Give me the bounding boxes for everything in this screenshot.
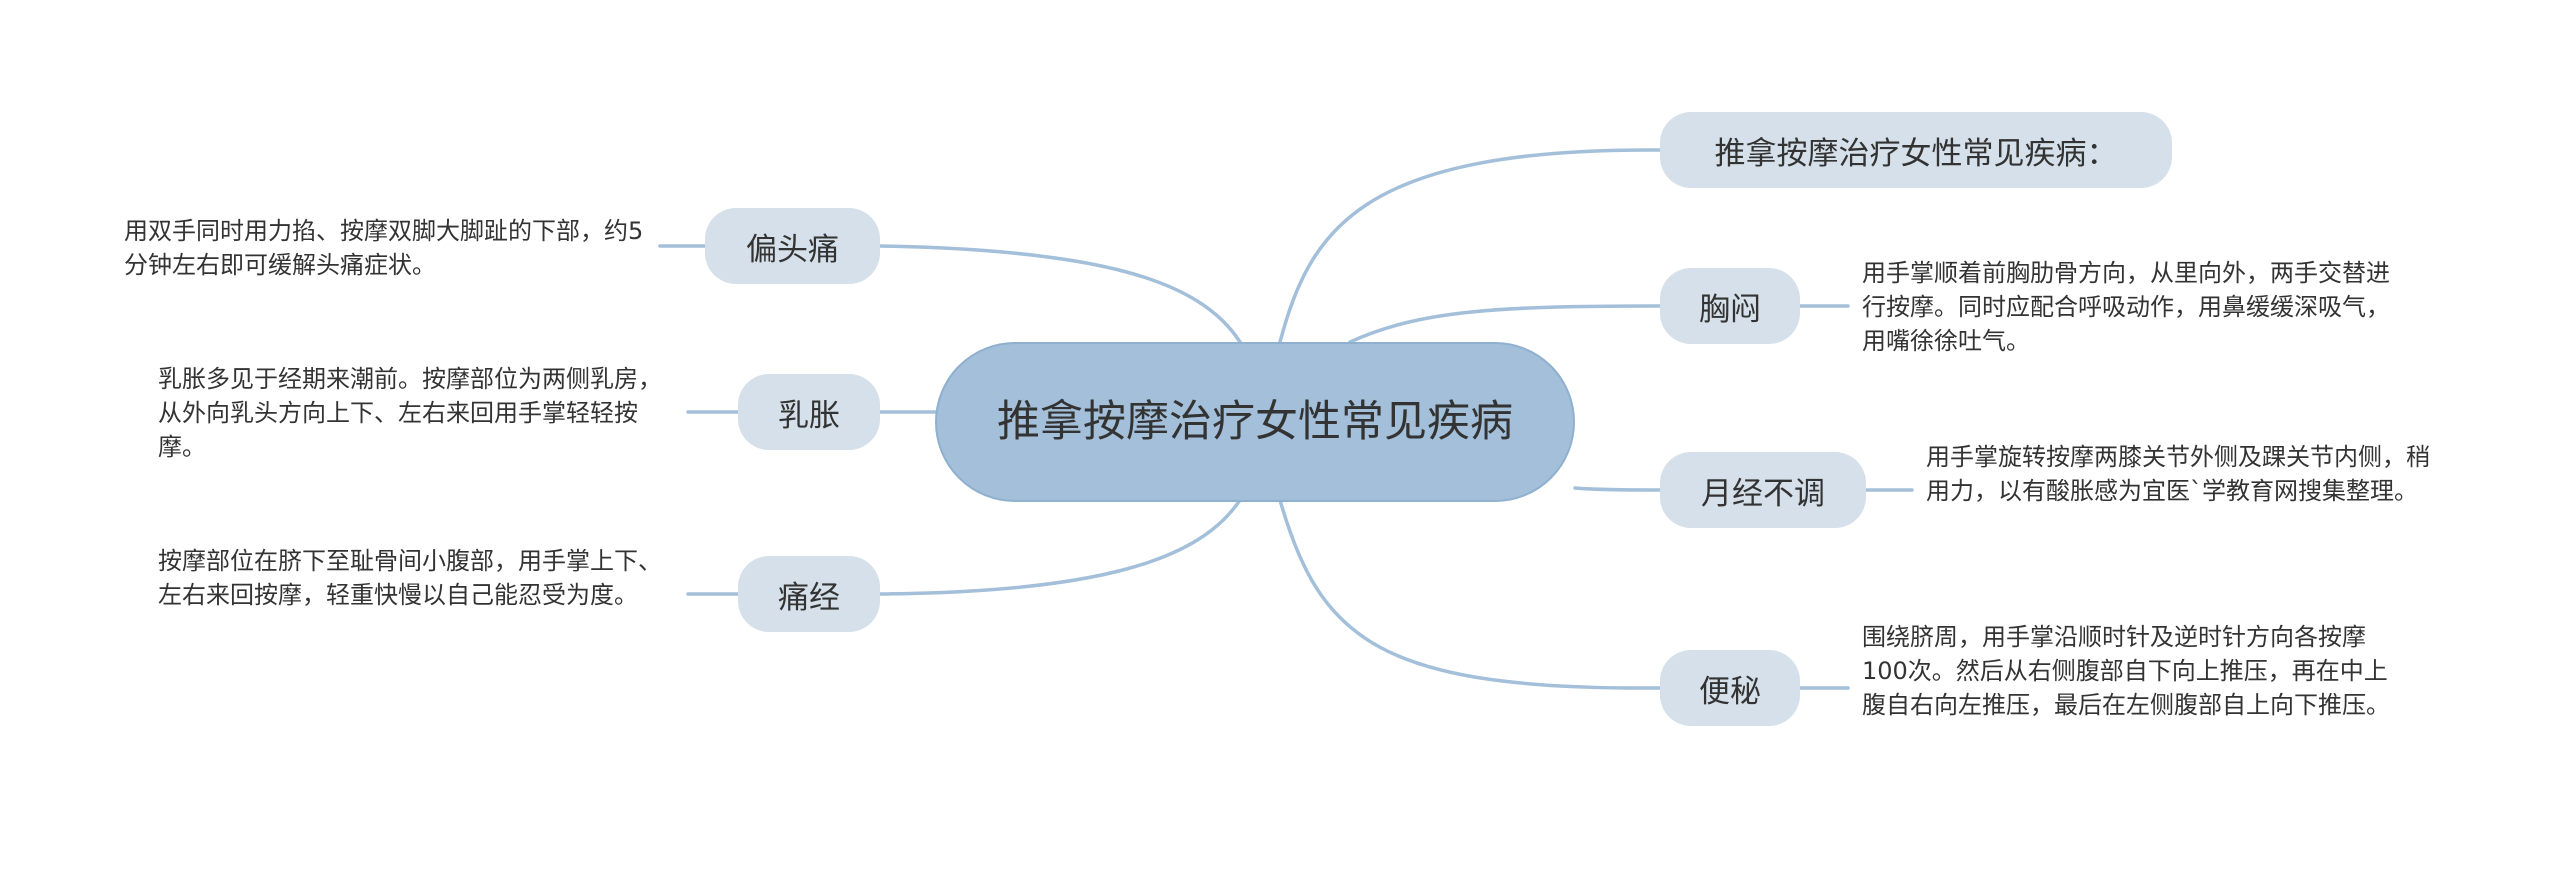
- branch-menstrual-irregularity-label: 月经不调: [1701, 475, 1825, 512]
- note-breast-swelling: 乳胀多见于经期来潮前。按摩部位为两侧乳房，从外向乳头方向上下、左右来回用手掌轻轻…: [158, 365, 662, 461]
- branch-menstrual-irregularity[interactable]: 月经不调: [1660, 452, 1866, 528]
- link-root-to-migraine: [878, 244, 1242, 344]
- root-topic[interactable]: 推拿按摩治疗女性常见疾病: [935, 342, 1575, 502]
- branch-dysmenorrhea-label: 痛经: [778, 579, 840, 616]
- link-root-to-constipation: [1278, 498, 1662, 690]
- note-chest-tightness: 用手掌顺着前胸肋骨方向，从里向外，两手交替进行按摩。同时应配合呼吸动作，用鼻缓缓…: [1862, 259, 2390, 355]
- link-root-to-menstrual: [1573, 486, 1662, 492]
- root-topic-label: 推拿按摩治疗女性常见疾病: [997, 397, 1513, 447]
- link-root-to-title: [1278, 148, 1662, 344]
- branch-constipation-label: 便秘: [1699, 673, 1761, 710]
- branch-constipation[interactable]: 便秘: [1660, 650, 1800, 726]
- branch-chest-tightness-label: 胸闷: [1699, 291, 1761, 328]
- note-dysmenorrhea: 按摩部位在脐下至耻骨间小腹部，用手掌上下、左右来回按摩，轻重快慢以自己能忍受为度…: [158, 547, 662, 609]
- branch-breast-swelling[interactable]: 乳胀: [738, 374, 880, 450]
- branch-breast-swelling-label: 乳胀: [778, 397, 840, 434]
- branch-migraine-label: 偏头痛: [746, 231, 839, 268]
- note-menstrual-irregularity: 用手掌旋转按摩两膝关节外侧及踝关节内侧，稍用力，以有酸胀感为宜医`学教育网搜集整…: [1926, 443, 2430, 505]
- branch-title[interactable]: 推拿按摩治疗女性常见疾病：: [1660, 112, 2172, 188]
- link-root-to-dysmenorrhea: [878, 498, 1242, 596]
- link-root-to-chest: [1348, 304, 1662, 344]
- note-migraine: 用双手同时用力掐、按摩双脚大脚趾的下部，约5分钟左右即可缓解头痛症状。: [124, 217, 644, 279]
- branch-migraine[interactable]: 偏头痛: [705, 208, 880, 284]
- branch-dysmenorrhea[interactable]: 痛经: [738, 556, 880, 632]
- note-constipation: 围绕脐周，用手掌沿顺时针及逆时针方向各按摩100次。然后从右侧腹部自下向上推压，…: [1862, 623, 2390, 719]
- branch-title-label: 推拿按摩治疗女性常见疾病：: [1714, 135, 2118, 172]
- branch-chest-tightness[interactable]: 胸闷: [1660, 268, 1800, 344]
